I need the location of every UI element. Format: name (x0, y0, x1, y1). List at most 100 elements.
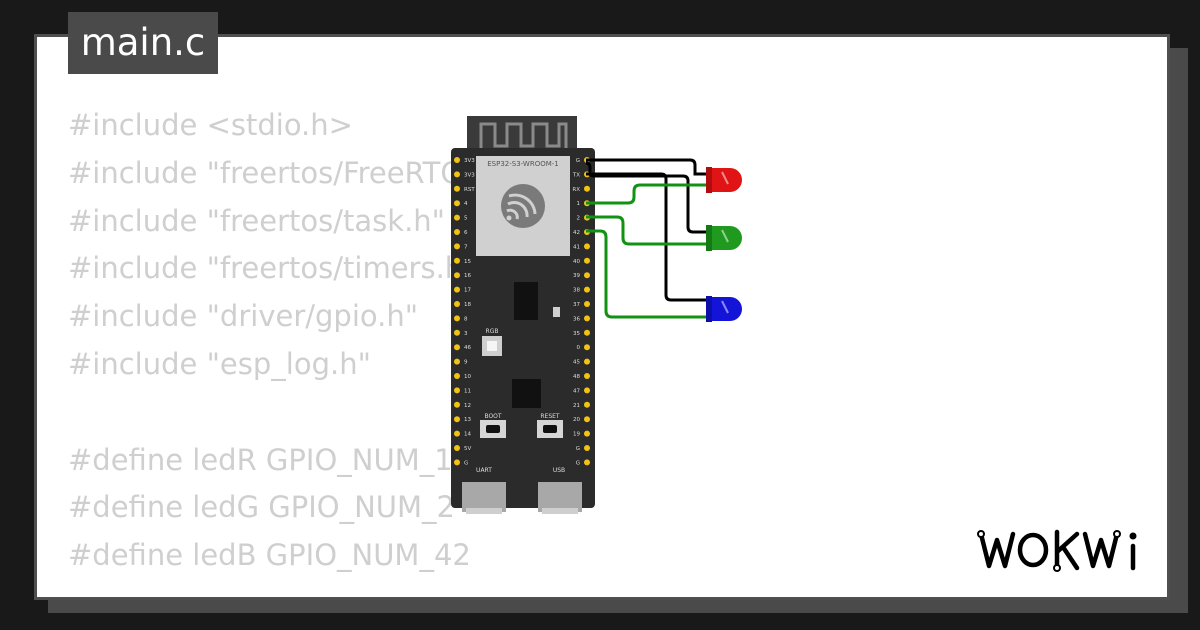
left-pin-label: 12 (464, 403, 471, 409)
right-pin-header[interactable] (584, 373, 590, 379)
right-pin-header[interactable] (584, 459, 590, 466)
boot-label: BOOT (484, 413, 501, 420)
left-pin-header[interactable] (454, 430, 460, 437)
right-pin-header[interactable] (584, 329, 590, 336)
right-pin-header[interactable] (584, 301, 590, 307)
left-pin-label: 46 (464, 345, 471, 351)
right-pin-header[interactable] (584, 358, 590, 365)
left-pin-header[interactable] (454, 185, 460, 192)
left-pin-label: 14 (464, 432, 471, 438)
rgb-label: RGB (486, 328, 499, 335)
right-pin-label: 20 (573, 417, 580, 423)
left-pin-header[interactable] (454, 401, 460, 408)
wire-green-signal (586, 215, 708, 246)
left-pin-label: 4 (464, 201, 468, 207)
left-pin-header[interactable] (454, 243, 460, 250)
left-pin-label: 5 (464, 216, 468, 222)
left-pin-header[interactable] (454, 344, 460, 351)
right-pin-header[interactable] (584, 401, 590, 408)
right-pin-label: 48 (573, 374, 580, 380)
left-pin-header[interactable] (454, 445, 460, 451)
uart-usb-port[interactable] (462, 482, 506, 514)
right-pin-header[interactable] (584, 286, 590, 293)
left-pin-header[interactable] (454, 229, 460, 235)
right-pin-header[interactable] (584, 416, 590, 423)
right-pin-label: 35 (573, 331, 580, 337)
native-usb-port[interactable] (538, 482, 582, 514)
code-line: #define ledR GPIO_NUM_1 (68, 442, 453, 477)
left-pin-label: 11 (464, 388, 471, 394)
left-pin-label: 15 (464, 259, 471, 265)
left-pin-header[interactable] (454, 459, 460, 466)
reset-button[interactable] (537, 420, 563, 438)
right-pin-header[interactable] (584, 315, 590, 322)
right-pin-label: 40 (573, 259, 580, 265)
right-pin-label: 41 (573, 244, 580, 250)
left-pin-label: G (464, 460, 468, 466)
right-pin-label: G (576, 460, 580, 466)
right-pin-header[interactable] (584, 430, 590, 437)
code-line: #include "freertos/timers.h" (68, 251, 477, 286)
wokwi-logo (977, 529, 1137, 572)
left-pin-label: RST (464, 187, 475, 193)
right-pin-label: 36 (573, 316, 580, 322)
usb-bridge-chip (514, 282, 538, 320)
preview-card (34, 34, 1170, 600)
right-pin-label: 19 (573, 432, 580, 438)
espressif-logo-icon (501, 184, 545, 228)
left-pin-header[interactable] (454, 373, 460, 379)
green-led[interactable] (706, 225, 742, 251)
left-pin-header[interactable] (454, 286, 460, 293)
right-pin-label: RX (572, 187, 580, 193)
left-pin-header[interactable] (454, 387, 460, 394)
left-pin-header[interactable] (454, 171, 460, 178)
left-pin-label: 17 (464, 288, 471, 294)
right-pin-header[interactable] (584, 185, 590, 192)
wire-red-signal (586, 183, 708, 205)
right-pin-header[interactable] (584, 243, 590, 250)
right-pin-header[interactable] (584, 445, 590, 451)
code-line: #include "freertos/task.h" (68, 203, 445, 238)
left-pin-header[interactable] (454, 329, 460, 336)
left-pin-header[interactable] (454, 315, 460, 322)
right-pin-label: 38 (573, 288, 580, 294)
left-pin-label: 3 (464, 331, 468, 337)
left-pin-header[interactable] (454, 214, 460, 221)
left-pin-label: 18 (464, 302, 471, 308)
right-pin-label: 47 (573, 388, 580, 394)
wire-blue-signal (586, 229, 708, 319)
right-pin-label: G (576, 446, 580, 452)
left-pin-header[interactable] (454, 157, 460, 163)
left-pin-header[interactable] (454, 416, 460, 423)
right-pin-label: 42 (573, 230, 580, 236)
reset-label: RESET (540, 413, 560, 420)
left-pin-label: 3V3 (464, 172, 475, 178)
left-pin-header[interactable] (454, 200, 460, 207)
right-pin-header[interactable] (584, 272, 590, 279)
antenna-trace (479, 122, 568, 150)
file-tab[interactable]: main.c (68, 12, 218, 74)
left-pin-label: 8 (464, 316, 468, 322)
rgb-led-lens (487, 341, 497, 351)
ldo-chip (512, 379, 541, 408)
uart-label: UART (476, 467, 492, 474)
code-line: #define ledG GPIO_NUM_2 (68, 490, 455, 525)
left-pin-header[interactable] (454, 272, 460, 279)
blue-led[interactable] (706, 296, 742, 322)
right-pin-header[interactable] (584, 344, 590, 351)
right-pin-header[interactable] (584, 387, 590, 394)
left-pin-header[interactable] (454, 301, 460, 307)
red-led[interactable] (706, 167, 742, 193)
right-pin-label: 0 (577, 345, 581, 351)
left-pin-header[interactable] (454, 358, 460, 365)
right-pin-label: TX (572, 172, 580, 178)
right-pin-label: 45 (573, 360, 580, 366)
left-pin-header[interactable] (454, 257, 460, 264)
usb-label: USB (553, 467, 565, 474)
left-pin-label: 9 (464, 360, 468, 366)
boot-button[interactable] (480, 420, 506, 438)
right-pin-label: 2 (577, 216, 581, 222)
right-pin-header[interactable] (584, 257, 590, 264)
left-pin-label: 3V3 (464, 158, 475, 164)
